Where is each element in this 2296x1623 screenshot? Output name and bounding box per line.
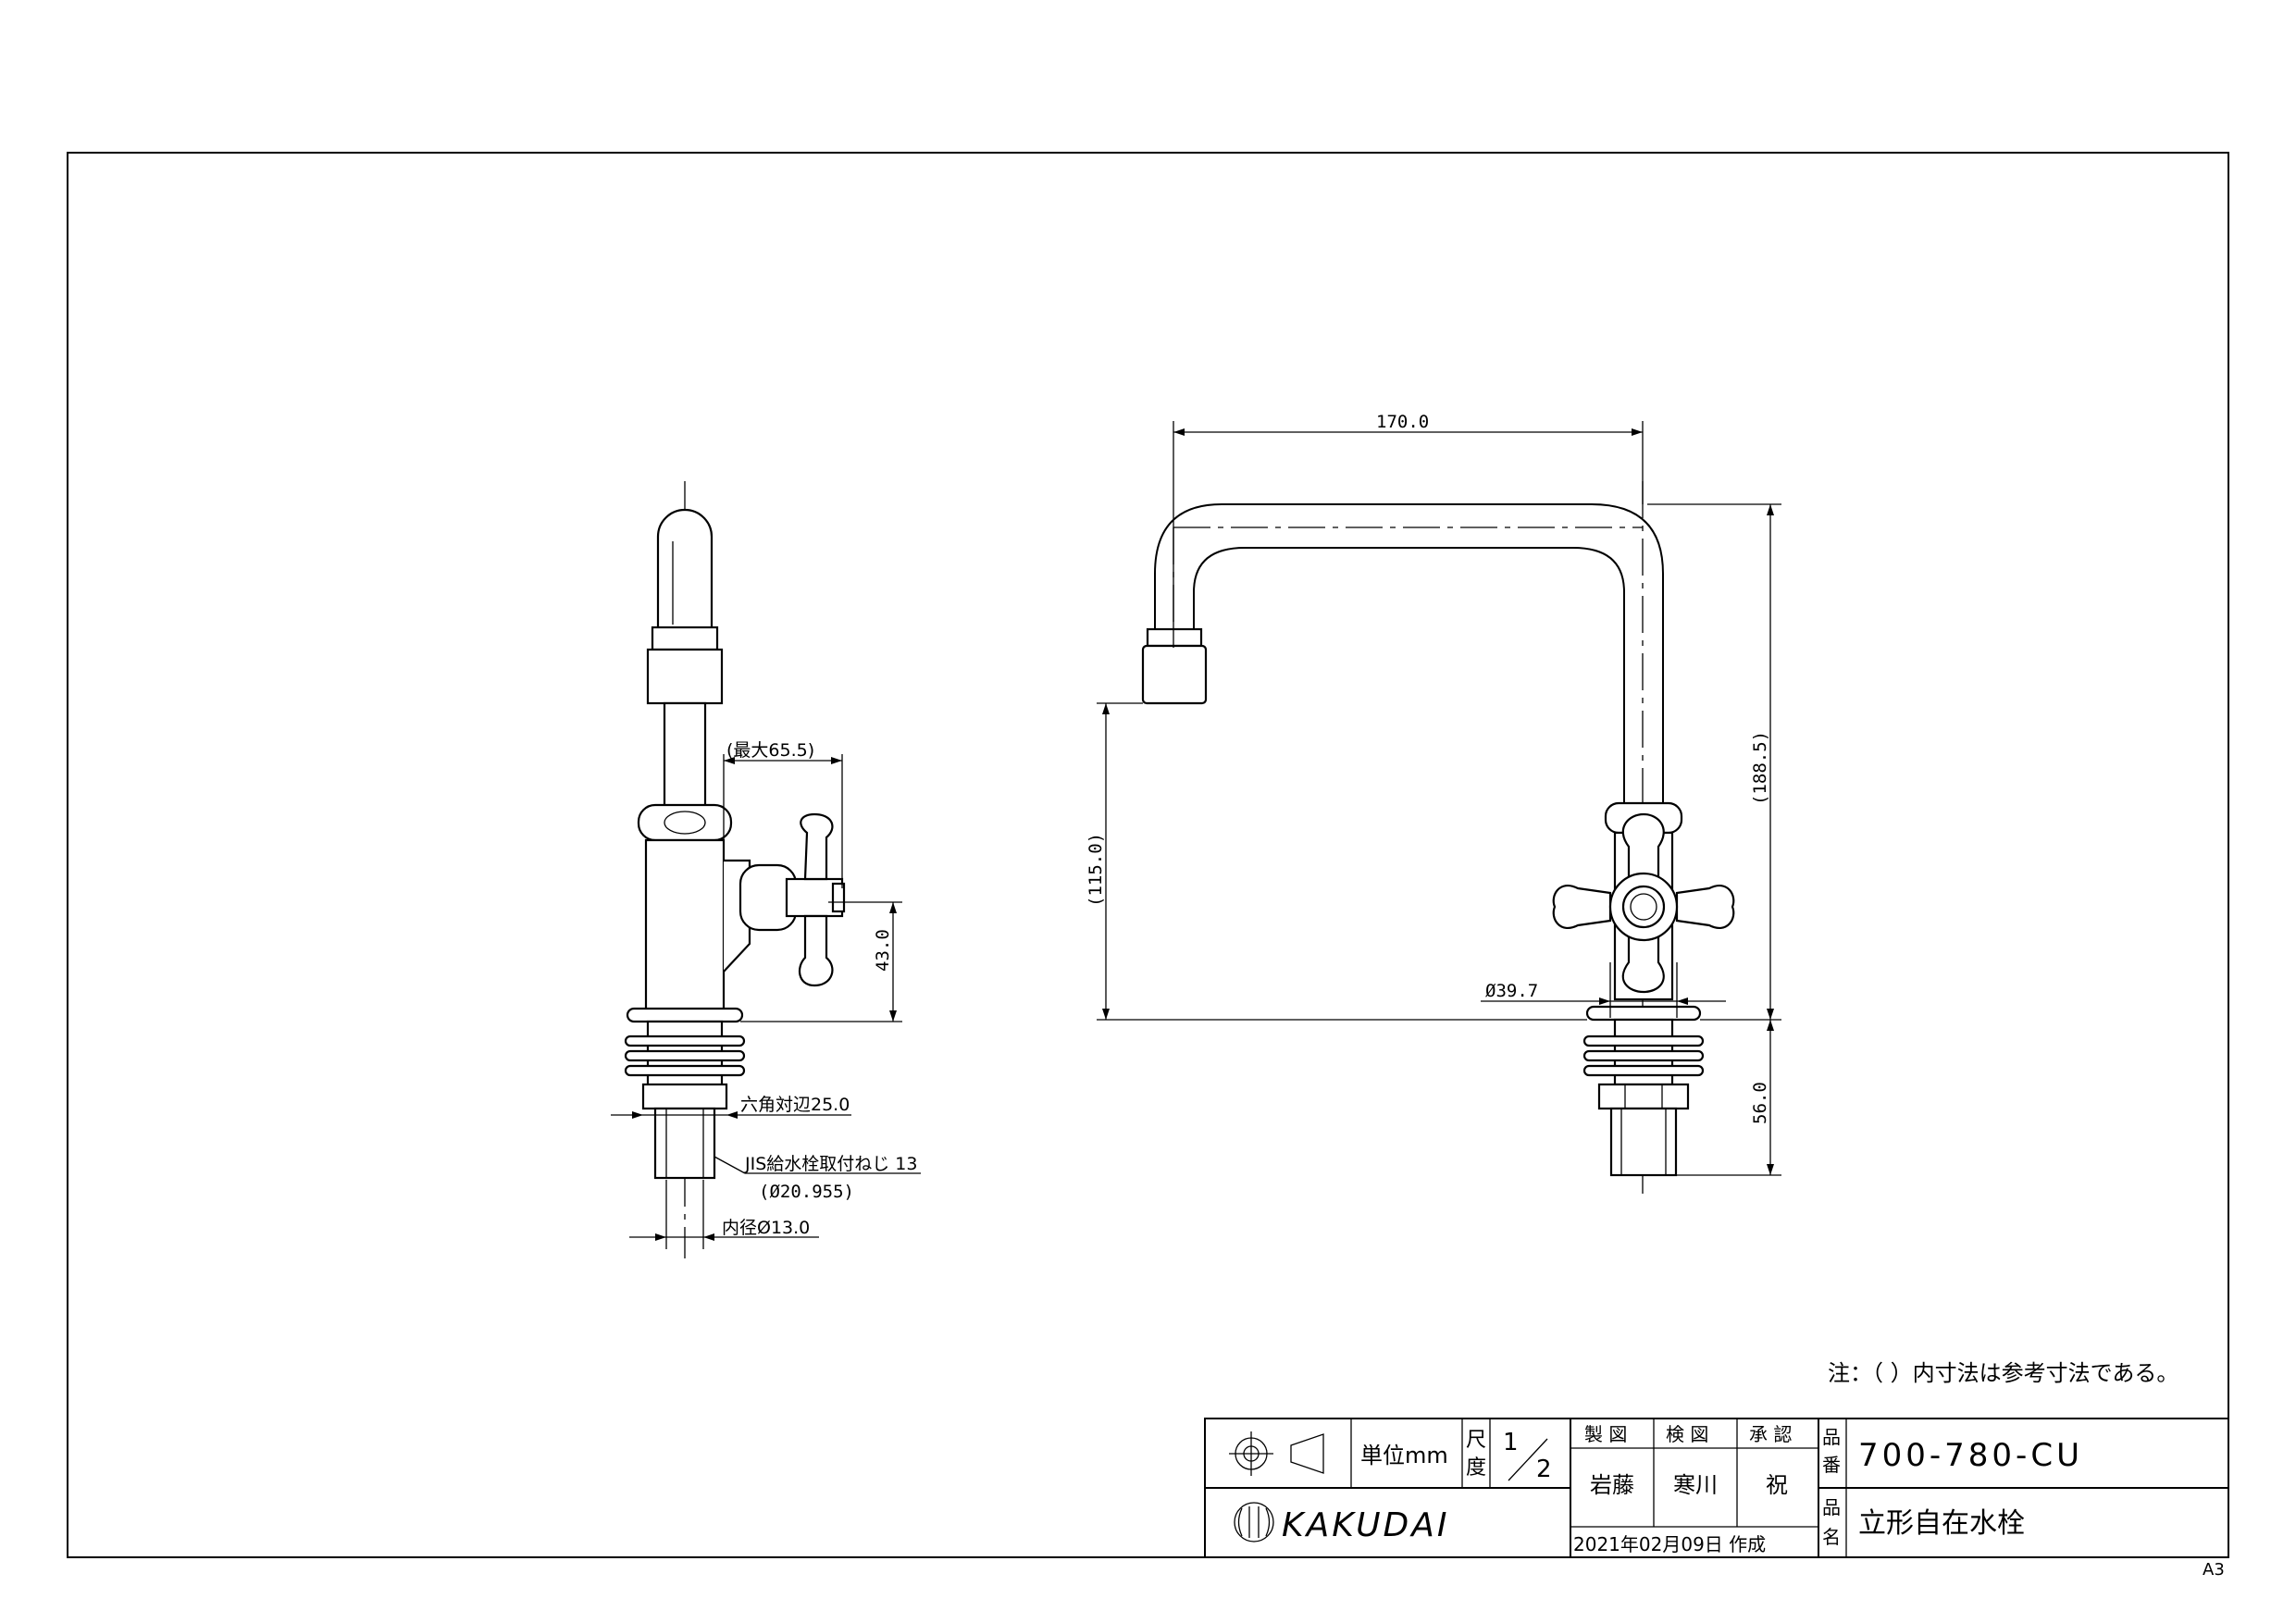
scale-numerator: 1 xyxy=(1503,1429,1519,1456)
side-flange xyxy=(626,1007,744,1023)
dim-thread: JIS給水栓取付ねじ 13 xyxy=(744,1154,917,1174)
dim-spout-height: (115.0) xyxy=(1086,833,1106,907)
part-name-label-1: 品 xyxy=(1822,1496,1841,1518)
part-name-label-2: 名 xyxy=(1822,1526,1841,1548)
dim-shank-56: 56.0 xyxy=(1750,1082,1770,1124)
side-spout-nut xyxy=(646,648,724,705)
front-flange xyxy=(1585,1005,1702,1022)
unit-label: 単位mm xyxy=(1360,1443,1448,1468)
part-name: 立形自在水栓 xyxy=(1858,1507,2025,1540)
part-no-label-1: 品 xyxy=(1822,1426,1841,1448)
dim-height-43: 43.0 xyxy=(873,929,893,972)
reference-note: 注：（ ）内寸法は参考寸法である。 xyxy=(1828,1360,2178,1386)
dim-thread-dia: (Ø20.955) xyxy=(759,1182,854,1202)
sheet-size: A3 xyxy=(2203,1560,2225,1580)
side-view: (最大65.5) 43.0 六角対辺25.0 JIS給水栓取付ねじ 13 (Ø2… xyxy=(611,481,921,1258)
part-number: 700-780-CU xyxy=(1858,1437,2083,1474)
drawn-label: 製 図 xyxy=(1584,1423,1627,1445)
side-hex-nut xyxy=(641,1083,728,1110)
company-name: KAKUDAI xyxy=(1282,1506,1450,1544)
part-no-label-2: 番 xyxy=(1822,1454,1841,1476)
side-valve-body xyxy=(644,838,726,1022)
front-hex-nut xyxy=(1597,1083,1690,1110)
side-spout-ring xyxy=(651,626,719,651)
front-shank xyxy=(1609,1107,1678,1177)
front-aerator xyxy=(1141,644,1208,705)
scale-label-2: 度 xyxy=(1466,1456,1486,1480)
drawing-frame xyxy=(67,152,2229,1558)
approved-label: 承 認 xyxy=(1749,1423,1792,1445)
dim-hex: 六角対辺25.0 xyxy=(740,1095,850,1115)
dim-handle-dia: Ø39.7 xyxy=(1485,981,1538,1001)
dim-inner: 内径Ø13.0 xyxy=(722,1218,810,1238)
side-shank xyxy=(653,1107,716,1180)
side-spout-tip xyxy=(656,508,714,631)
side-handle-bottom xyxy=(798,914,834,987)
side-pipe xyxy=(663,701,707,809)
approved-by: 祝 xyxy=(1766,1472,1788,1498)
title-block: 単位mm 尺 度 1 2 KAKUDAI 製 図 検 図 承 認 岩藤 寒川 祝… xyxy=(1204,1418,2229,1558)
dim-max-reach: (最大65.5) xyxy=(726,740,814,761)
checked-label: 検 図 xyxy=(1666,1423,1708,1445)
third-angle-projection-icon xyxy=(1229,1431,1324,1476)
company-logo: KAKUDAI xyxy=(1234,1502,1450,1544)
checked-by: 寒川 xyxy=(1673,1472,1718,1498)
drawn-by: 岩藤 xyxy=(1590,1472,1634,1498)
front-cross-handle xyxy=(1552,812,1735,994)
side-handle-top xyxy=(800,812,834,881)
dim-total-height: (188.5) xyxy=(1750,731,1770,805)
front-view: 170.0 (188.5) (115.0) Ø39.7 56.0 xyxy=(1086,412,1781,1194)
front-spout-outer xyxy=(1154,503,1664,814)
creation-date: 2021年02月09日 作成 xyxy=(1573,1533,1766,1555)
side-collar xyxy=(637,803,733,842)
scale-denominator: 2 xyxy=(1536,1456,1552,1483)
scale-label-1: 尺 xyxy=(1466,1429,1486,1452)
dim-width-170: 170.0 xyxy=(1376,412,1429,432)
front-spout-inner xyxy=(1193,547,1625,814)
